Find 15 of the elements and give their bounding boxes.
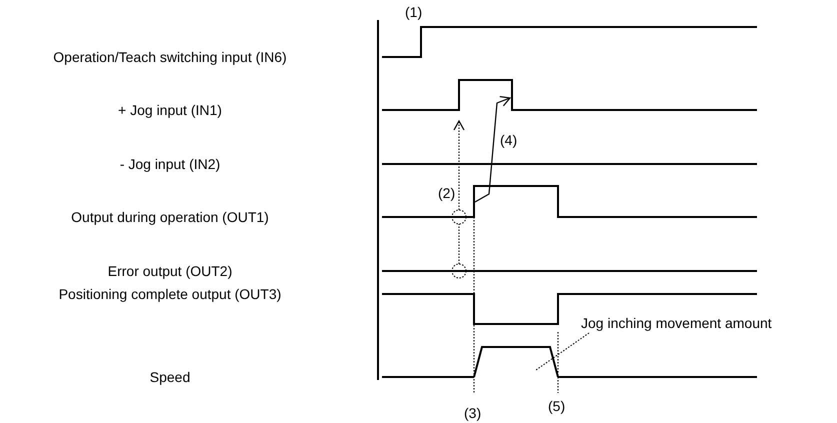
- callout-number: (1): [405, 4, 422, 20]
- annotation-text: Jog inching movement amount: [581, 315, 772, 331]
- callout-number: (3): [464, 405, 482, 421]
- leader-line: [536, 332, 590, 370]
- callout-number: (2): [438, 185, 456, 201]
- signal-name: Error output (OUT2): [108, 263, 232, 279]
- signal-name: + Jog input (IN1): [118, 102, 222, 118]
- speed-trapezoid: [473, 346, 559, 378]
- callout-number: (5): [548, 398, 566, 414]
- signal-name: Speed: [150, 369, 190, 385]
- callout-number: (4): [500, 132, 518, 148]
- signal-name: Output during operation (OUT1): [71, 209, 269, 225]
- signal-name: - Jog input (IN2): [120, 156, 220, 172]
- signal-name: Positioning complete output (OUT3): [58, 286, 282, 302]
- signal-name: Operation/Teach switching input (IN6): [53, 49, 287, 65]
